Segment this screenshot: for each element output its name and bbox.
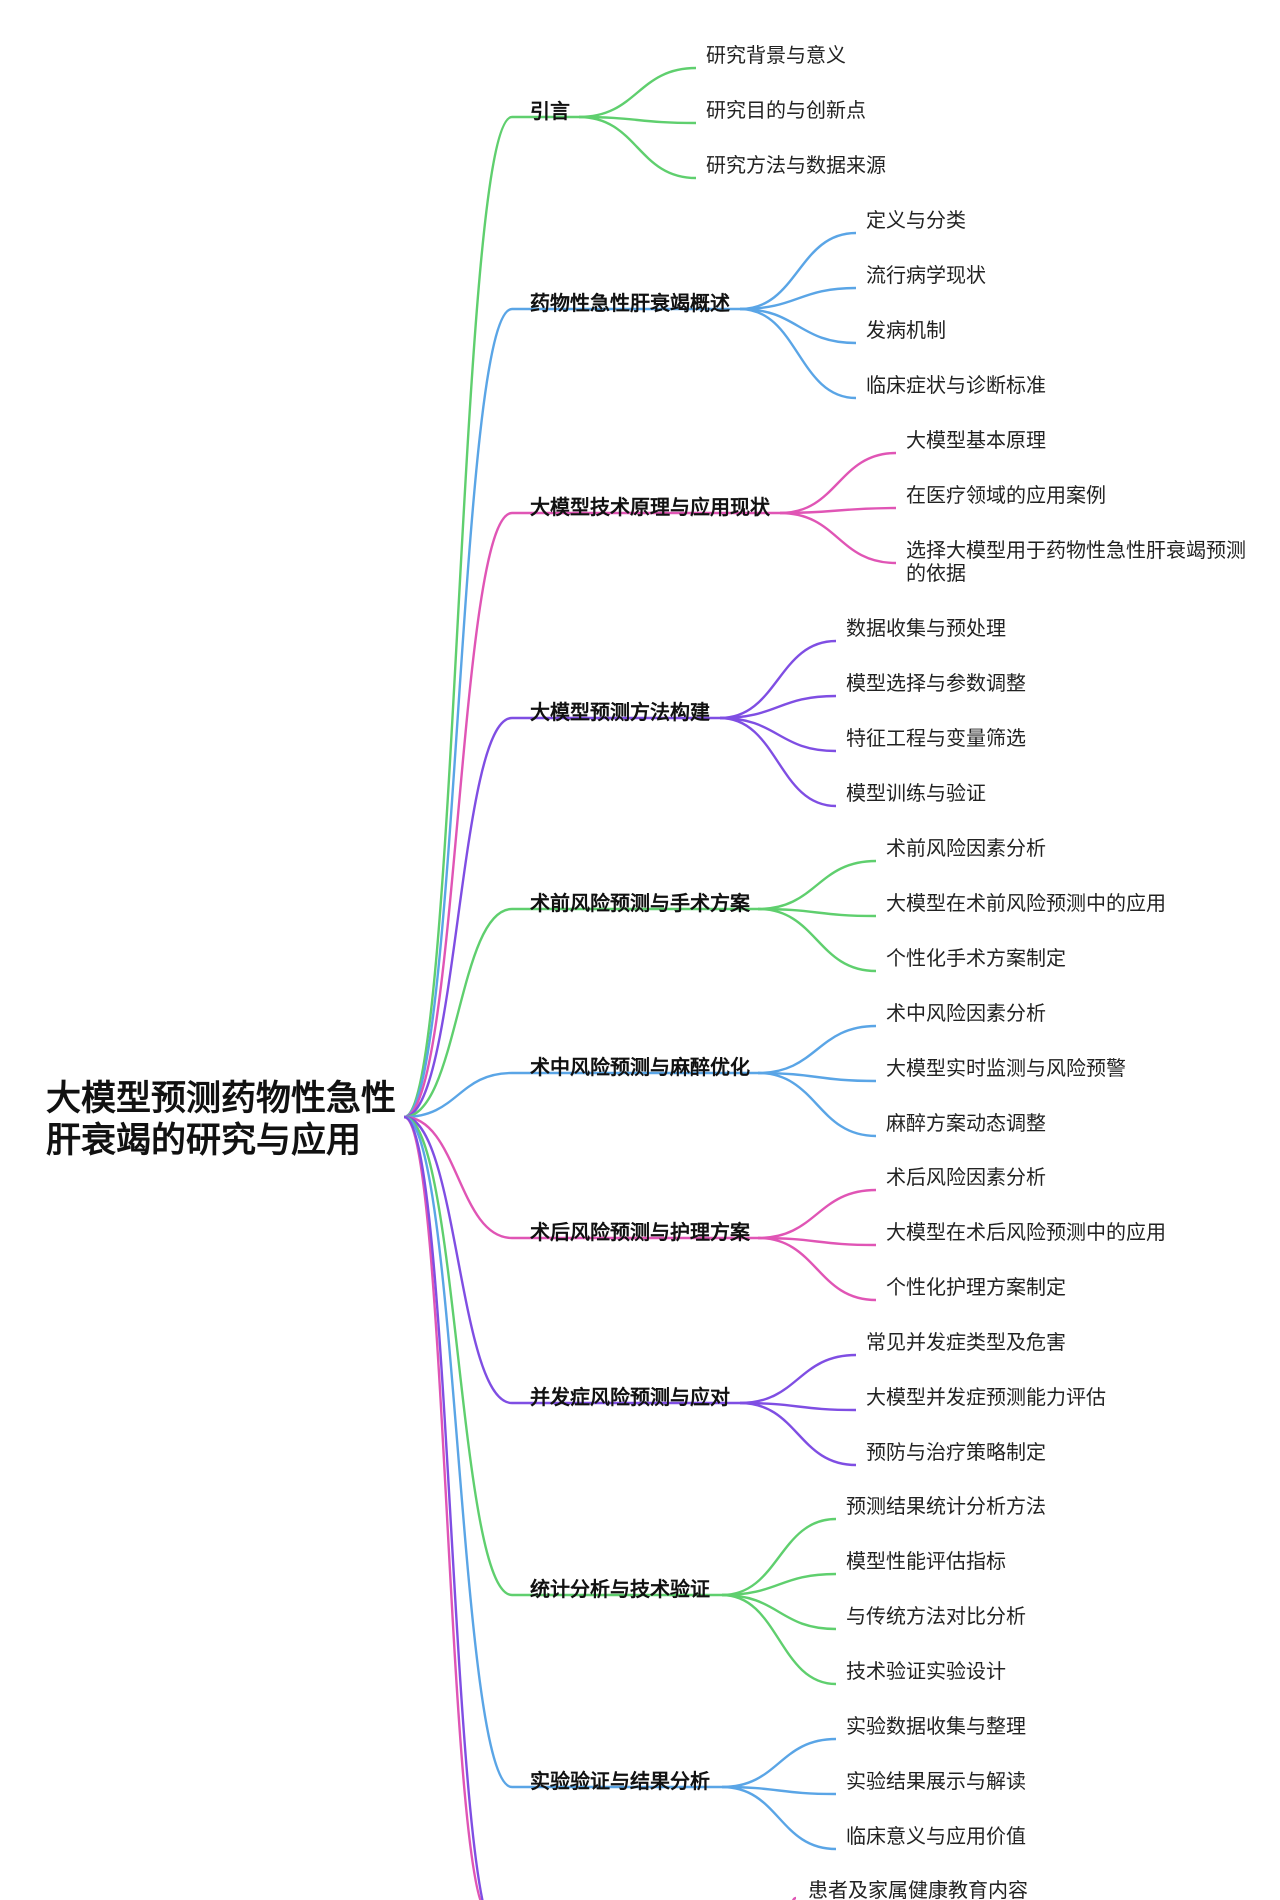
branch-to-leaf-edge — [779, 511, 897, 565]
branch-to-leaf-edge — [757, 1071, 877, 1138]
root-to-branch-edge — [403, 115, 513, 1119]
branch-to-leaf-edge — [739, 231, 857, 311]
leaf-label: 选择大模型用于药物性急性肝衰竭预测 — [906, 538, 1246, 562]
leaf-label: 预防与治疗策略制定 — [866, 1440, 1046, 1464]
leaf-label: 数据收集与预处理 — [846, 616, 1006, 640]
leaf-label: 大模型在术后风险预测中的应用 — [886, 1220, 1166, 1244]
leaf-label: 大模型基本原理 — [906, 428, 1046, 452]
branch-to-leaf-edge — [739, 1401, 857, 1467]
branch-to-leaf-edge — [779, 451, 897, 515]
root-to-branch-edge — [403, 1115, 513, 1240]
branch-to-leaf-edge — [739, 1353, 857, 1405]
branch-to-leaf-edge — [721, 1593, 837, 1686]
root-to-branch-edge — [403, 307, 513, 1119]
leaf-label: 实验结果展示与解读 — [846, 1769, 1026, 1793]
branch-to-leaf-edge — [719, 694, 837, 720]
root-to-branch-edge — [403, 1115, 513, 1405]
branch-to-leaf-edge — [757, 907, 877, 918]
leaf-label: 发病机制 — [866, 318, 946, 342]
leaf-label: 研究背景与意义 — [706, 43, 846, 67]
branch-to-leaf-edge — [721, 1572, 837, 1597]
branch-to-leaf-edge — [757, 859, 877, 911]
leaf-label: 实验数据收集与整理 — [846, 1714, 1026, 1738]
root-to-branch-edge — [403, 907, 513, 1119]
root-to-branch-edge — [403, 1115, 484, 1900]
branch-to-leaf-edge — [721, 1785, 837, 1851]
branch-to-leaf-edge — [719, 716, 837, 753]
branch-label: 大模型技术原理与应用现状 — [530, 495, 771, 519]
leaf-label: 技术验证实验设计 — [846, 1659, 1006, 1683]
branch-to-leaf-edge — [721, 1785, 837, 1796]
branch-label: 术前风险预测与手术方案 — [530, 891, 751, 915]
branch-to-leaf-edge — [757, 1236, 877, 1302]
branch-to-leaf-edge — [721, 1593, 837, 1631]
branch-to-leaf-edge — [578, 115, 697, 125]
leaf-label: 临床意义与应用价值 — [846, 1824, 1026, 1848]
branch-to-leaf-edge — [739, 286, 857, 311]
leaf-label: 预测结果统计分析方法 — [846, 1494, 1046, 1518]
leaf-label: 大模型实时监测与风险预警 — [886, 1056, 1126, 1080]
leaf-label: 模型性能评估指标 — [846, 1549, 1006, 1573]
branch-to-leaf-edge — [757, 1188, 877, 1240]
branch-to-leaf-edge — [721, 1517, 837, 1597]
leaf-label: 麻醉方案动态调整 — [886, 1111, 1046, 1135]
branch-to-leaf-edge — [757, 1071, 877, 1083]
leaf-label: 研究目的与创新点 — [706, 98, 866, 122]
root-to-branch-edge — [403, 1115, 513, 1789]
leaf-label: 临床症状与诊断标准 — [866, 373, 1046, 397]
leaf-label: 患者及家属健康教育内容 — [808, 1878, 1028, 1900]
branch-to-leaf-edge — [792, 1896, 797, 1900]
branch-to-leaf-edge — [578, 115, 697, 180]
branch-to-leaf-edge — [739, 1401, 857, 1412]
leaf-label: 的依据 — [906, 561, 966, 585]
branch-label: 引言 — [530, 99, 570, 123]
leaf-label: 个性化护理方案制定 — [886, 1275, 1066, 1299]
leaf-label: 术前风险因素分析 — [886, 836, 1046, 860]
branch-to-leaf-edge — [757, 1024, 877, 1075]
leaf-label: 模型训练与验证 — [846, 781, 986, 805]
branch-to-leaf-edge — [757, 907, 877, 973]
leaf-label: 模型选择与参数调整 — [846, 671, 1026, 695]
branch-to-leaf-edge — [739, 307, 857, 400]
branch-label: 实验验证与结果分析 — [530, 1769, 710, 1793]
leaf-label: 大模型并发症预测能力评估 — [866, 1385, 1106, 1409]
leaf-label: 常见并发症类型及危害 — [866, 1330, 1066, 1354]
leaf-label: 在医疗领域的应用案例 — [906, 483, 1106, 507]
leaf-label: 流行病学现状 — [866, 263, 986, 287]
leaf-label: 个性化手术方案制定 — [886, 946, 1066, 970]
branch-label: 药物性急性肝衰竭概述 — [530, 291, 730, 315]
branch-to-leaf-edge — [578, 66, 697, 119]
root-to-branch-edge — [403, 511, 513, 1119]
branch-label: 并发症风险预测与应对 — [530, 1385, 730, 1409]
root-to-branch-edge — [403, 1115, 513, 1597]
branch-to-leaf-edge — [739, 307, 857, 345]
root-to-branch-edge — [403, 716, 513, 1119]
leaf-label: 与传统方法对比分析 — [846, 1604, 1026, 1628]
root-title-line: 大模型预测药物性急性 — [46, 1079, 396, 1119]
root-to-branch-edge — [403, 1115, 482, 1900]
branch-label: 大模型预测方法构建 — [530, 700, 710, 724]
leaf-label: 术后风险因素分析 — [886, 1165, 1046, 1189]
leaf-label: 研究方法与数据来源 — [706, 153, 886, 177]
root-to-branch-edge — [403, 1071, 513, 1119]
branch-label: 术中风险预测与麻醉优化 — [530, 1055, 750, 1079]
branch-to-leaf-edge — [721, 1737, 837, 1789]
branch-label: 术后风险预测与护理方案 — [530, 1220, 751, 1244]
leaf-label: 术中风险因素分析 — [886, 1001, 1046, 1025]
branch-to-leaf-edge — [719, 716, 837, 808]
root-title-line: 肝衰竭的研究与应用 — [46, 1120, 361, 1161]
branch-to-leaf-edge — [779, 506, 897, 515]
branch-to-leaf-edge — [757, 1236, 877, 1247]
leaf-label: 定义与分类 — [866, 208, 966, 232]
leaf-label: 特征工程与变量筛选 — [846, 726, 1026, 750]
leaf-label: 大模型在术前风险预测中的应用 — [886, 891, 1166, 915]
branch-label: 统计分析与技术验证 — [530, 1577, 710, 1601]
branch-to-leaf-edge — [719, 639, 837, 720]
